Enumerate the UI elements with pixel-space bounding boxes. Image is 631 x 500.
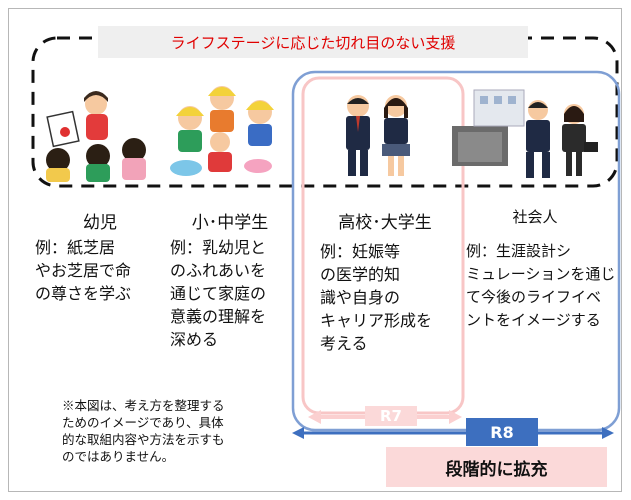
desc-line: 例：乳幼児と	[170, 238, 267, 257]
desc-line: 通じて家庭の	[170, 284, 267, 303]
note-line: 的な取組内容や方法を示すも	[62, 432, 225, 447]
schoolchildren-illustration	[170, 86, 274, 176]
r7-label: R7	[365, 406, 417, 426]
desc-line: 深める	[170, 330, 219, 349]
students-illustration	[346, 95, 410, 176]
desc-line: ントをイメージする	[466, 311, 601, 329]
stage-name-adult: 社会人	[512, 208, 558, 226]
r8-arrow	[292, 427, 614, 439]
desc-line: キャリア形成を	[320, 311, 433, 330]
desc-line: 例：妊娠等	[320, 242, 401, 261]
infants-kamishibai-illustration	[46, 91, 146, 182]
r8-label: R8	[466, 418, 538, 446]
desc-line: の尊さを学ぶ	[35, 284, 132, 303]
disclaimer-note: ※本図は、考え方を整理する ためのイメージであり、具体 的な取組内容や方法を示す…	[62, 397, 277, 465]
stage-name-elementary: 小･中学生	[191, 213, 269, 233]
working-adults-illustration	[452, 89, 598, 178]
desc-line: 例：生涯設計シ	[466, 242, 572, 260]
note-line: のではありません。	[62, 449, 175, 464]
desc-line: ミュレーションを通じ	[466, 265, 616, 283]
r8-scope-outline	[291, 70, 621, 432]
stage-desc-elementary: 例：乳幼児と のふれあいを 通じて家庭の 意義の理解を 深める	[170, 236, 295, 351]
stage-name-highschool: 高校･大学生	[338, 213, 432, 233]
stage-name-infant: 幼児	[83, 213, 117, 233]
stage-desc-infant: 例：紙芝居 やお芝居で命 の尊さを学ぶ	[35, 236, 160, 305]
desc-line: て今後のライフイベ	[466, 288, 602, 306]
desc-line: の医学的知	[320, 265, 401, 284]
desc-line: 識や自身の	[320, 288, 401, 307]
expansion-label: 段階的に拡充	[386, 447, 607, 487]
stage-desc-adult: 例：生涯設計シ ミュレーションを通じ て今後のライフイベ ントをイメージする	[466, 240, 616, 332]
note-line: ※本図は、考え方を整理する	[62, 398, 225, 413]
desc-line: のふれあいを	[170, 261, 267, 280]
desc-line: 意義の理解を	[170, 307, 267, 326]
desc-line: やお芝居で命	[35, 261, 132, 280]
stage-desc-highschool: 例：妊娠等 の医学的知 識や自身の キャリア形成を 考える	[320, 240, 455, 355]
note-line: ためのイメージであり、具体	[62, 415, 224, 430]
support-banner: ライフステージに応じた切れ目のない支援	[98, 26, 528, 58]
desc-line: 例：紙芝居	[35, 238, 116, 257]
desc-line: 考える	[320, 334, 368, 353]
